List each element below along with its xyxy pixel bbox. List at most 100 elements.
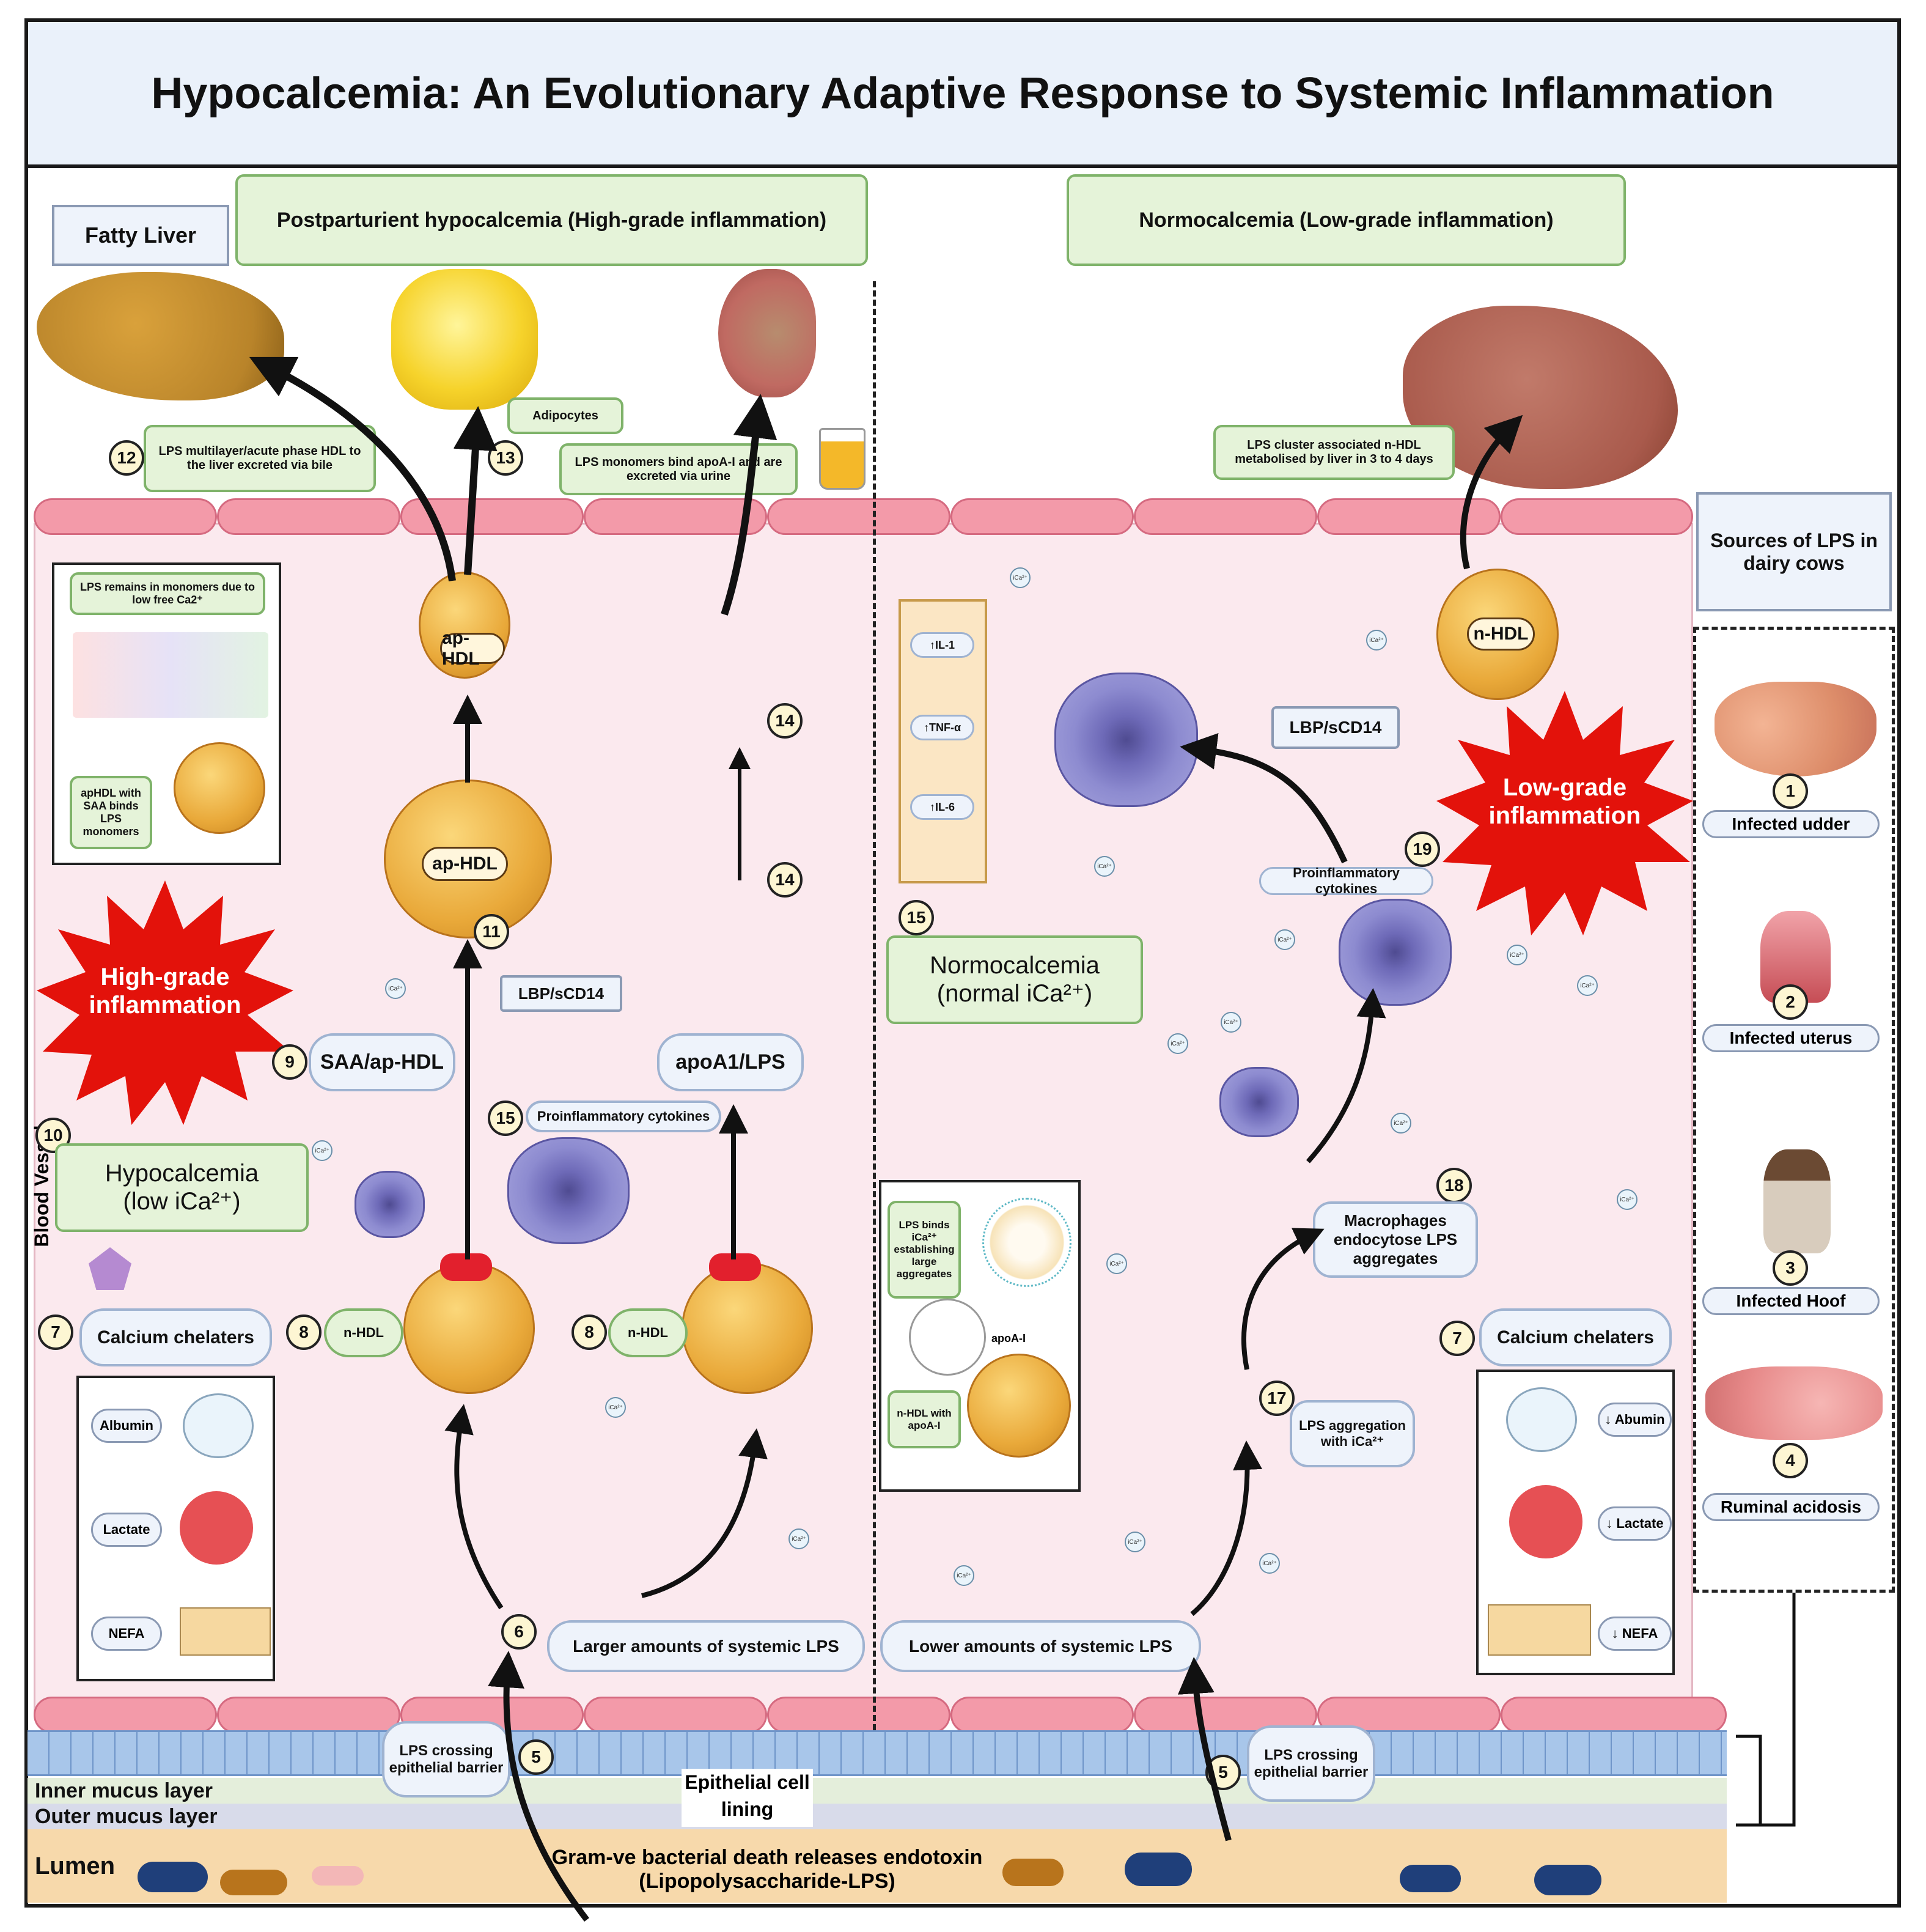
step-7-badge-left: 7	[38, 1314, 73, 1350]
adipocytes-illustration	[391, 269, 538, 410]
inset-lps-binds-ica-note: LPS binds iCa²⁺ establishing large aggre…	[888, 1201, 961, 1299]
lower-systemic-lps-label: Lower amounts of systemic LPS	[880, 1620, 1201, 1672]
source-ruminal-label: Ruminal acidosis	[1702, 1493, 1880, 1521]
ica-ion-icon: iCa²⁺	[1617, 1189, 1637, 1210]
urine-cup-icon	[819, 428, 866, 490]
endothelial-cell	[34, 498, 217, 535]
macrophage-right-lower	[1339, 899, 1452, 1006]
chelators-inset-left: Albumin Lactate NEFA	[76, 1376, 275, 1681]
ica-ion-icon: iCa²⁺	[1221, 1012, 1241, 1033]
source-udder-label: Infected udder	[1702, 810, 1880, 838]
sources-dashed-box	[1693, 627, 1895, 1593]
chelators-inset-right: ↓ Abumin ↓ Lactate ↓ NEFA	[1476, 1370, 1675, 1675]
source-3-badge: 3	[1773, 1250, 1808, 1286]
apoa1-cap-icon	[440, 1253, 492, 1281]
bacterium-icon	[1002, 1859, 1064, 1886]
inset-apoa-label: apoA-I	[991, 1332, 1026, 1344]
step-5-badge-right: 5	[1205, 1755, 1241, 1790]
proinflammatory-cytokines-left: Proinflammatory cytokines	[526, 1101, 721, 1132]
lps-liver-bile-label: LPS multilayer/acute phase HDL to the li…	[144, 425, 376, 492]
lps-nhdl-liver-label: LPS cluster associated n-HDL metabolised…	[1213, 425, 1455, 480]
step-14-badge-upper: 14	[767, 703, 803, 739]
step-15-badge-left: 15	[488, 1101, 523, 1136]
outer-mucus-layer: Outer mucus layer	[28, 1804, 1727, 1829]
inner-mucus-layer: Inner mucus layer	[28, 1778, 1727, 1804]
hypocalcemia-sub-label: (low iCa²⁺)	[123, 1188, 241, 1215]
step-7-badge-right: 7	[1439, 1321, 1475, 1356]
chelator-albumin-right: ↓ Abumin	[1598, 1403, 1672, 1437]
ica-ion-icon: iCa²⁺	[1094, 856, 1115, 877]
title-banner: Hypocalcemia: An Evolutionary Adaptive R…	[24, 18, 1901, 168]
endothelial-cell	[950, 1697, 1134, 1733]
endothelial-cell	[767, 1697, 950, 1733]
cytokine-il1-label: ↑IL-1	[910, 632, 974, 658]
header-high-grade: Postparturient hypocalcemia (High-grade …	[235, 174, 868, 266]
step-17-badge: 17	[1259, 1381, 1295, 1416]
bacterium-icon	[1125, 1853, 1192, 1886]
endothelial-cell	[400, 498, 584, 535]
endothelial-cell	[217, 498, 400, 535]
chelator-lactate-right: ↓ Lactate	[1598, 1506, 1672, 1541]
lps-urine-label: LPS monomers bind apoA-I and are excrete…	[559, 443, 798, 495]
endotoxin-sub-label: (Lipopolysaccharide-LPS)	[639, 1869, 895, 1893]
macrophages-endocytose-label: Macrophages endocytose LPS aggregates	[1313, 1201, 1478, 1278]
divider-dashed-line	[873, 281, 876, 1730]
nhdl-label-right: n-HDL	[1467, 618, 1535, 651]
hypocalcemia-label: Hypocalcemia	[105, 1160, 259, 1187]
endothelial-cell	[1501, 1697, 1727, 1733]
blood-vessel	[34, 523, 1693, 1715]
calcium-chelaters-right: Calcium chelaters	[1479, 1308, 1672, 1366]
step-6-badge: 6	[501, 1614, 537, 1650]
macrophage-left	[507, 1137, 630, 1244]
ica-ion-icon: iCa²⁺	[1577, 975, 1598, 996]
endothelial-cell	[584, 1697, 767, 1733]
step-19-badge: 19	[1405, 831, 1440, 867]
source-4-badge: 4	[1773, 1443, 1808, 1478]
step-14-badge-lower: 14	[767, 862, 803, 898]
larger-systemic-lps-label: Larger amounts of systemic LPS	[547, 1620, 865, 1672]
ica-ion-icon: iCa²⁺	[1274, 929, 1295, 950]
epithelial-cell-layer	[28, 1730, 1727, 1776]
lps-monomer-inset: LPS remains in monomers due to low free …	[52, 562, 281, 865]
bacterium-icon	[312, 1866, 364, 1886]
macrophage-small-left	[355, 1171, 425, 1238]
step-12-badge: 12	[109, 440, 144, 476]
lbp-scd14-label-left: LBP/sCD14	[500, 975, 622, 1012]
hypocalcemia-box: Hypocalcemia (low iCa²⁺)	[55, 1143, 309, 1232]
chelator-albumin-left: Albumin	[91, 1409, 162, 1443]
proinflammatory-cytokines-right: Proinflammatory cytokines	[1259, 865, 1433, 896]
cytokine-tnfa-label: ↑TNF-α	[910, 715, 974, 740]
kidney-illustration	[718, 269, 816, 397]
ica-ion-icon: iCa²⁺	[1125, 1532, 1145, 1552]
sources-title-box: Sources of LPS in dairy cows	[1696, 492, 1892, 611]
source-hoof-label: Infected Hoof	[1702, 1287, 1880, 1315]
step-10-badge: 10	[35, 1118, 71, 1153]
ica-ion-icon: iCa²⁺	[605, 1397, 626, 1418]
step-8-badge-left-1: 8	[286, 1314, 322, 1350]
ica-ion-icon: iCa²⁺	[1507, 945, 1527, 965]
cytokine-il6-label: ↑IL-6	[910, 794, 974, 820]
normocalcemia-label: Normocalcemia	[930, 952, 1100, 979]
source-2-badge: 2	[1773, 984, 1808, 1020]
chelator-nefa-right: ↓ NEFA	[1598, 1617, 1672, 1651]
lps-micelle-icon	[982, 1198, 1071, 1287]
lactate-molecule-icon	[1509, 1485, 1582, 1558]
inset-lps-monomers-note: LPS remains in monomers due to low free …	[70, 572, 265, 615]
lps-crossing-label-left: LPS crossing epithelial barrier	[382, 1721, 510, 1797]
ica-ion-icon: iCa²⁺	[1259, 1553, 1280, 1574]
lactate-molecule-icon	[180, 1491, 253, 1565]
endothelial-cell	[34, 1697, 217, 1733]
bacterium-icon	[220, 1870, 287, 1895]
low-grade-inflammation-label: Low-grade inflammation	[1488, 774, 1641, 829]
apoa1-cap-icon	[709, 1253, 761, 1281]
ica-ion-icon: iCa²⁺	[788, 1528, 809, 1549]
nhdl-label-left-2: n-HDL	[608, 1308, 688, 1357]
lps-crossing-label-right: LPS crossing epithelial barrier	[1247, 1725, 1375, 1802]
aphdl-label-upper: ap-HDL	[440, 628, 505, 669]
ica-ion-icon: iCa²⁺	[1010, 567, 1031, 588]
normocalcemia-sub-label: (normal iCa²⁺)	[936, 980, 1093, 1007]
macrophage-right-small	[1219, 1067, 1299, 1137]
aphdl-particle-icon	[174, 742, 265, 834]
bacterium-icon	[1400, 1865, 1461, 1892]
ica-binding-detail-icon	[909, 1299, 986, 1376]
